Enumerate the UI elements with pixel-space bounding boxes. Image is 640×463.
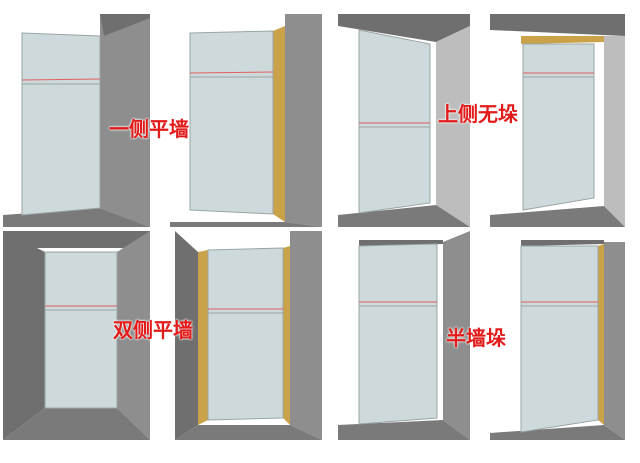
door-leaf <box>358 29 431 214</box>
door-red-line <box>21 78 101 81</box>
door-red-line <box>189 71 274 74</box>
door-leaf <box>189 30 274 215</box>
wood-frame-side <box>598 244 604 425</box>
panel-no-top-pier-plain <box>338 14 470 227</box>
floor <box>490 425 625 440</box>
right-wall <box>290 231 322 440</box>
panel-both-sides-flat-wall-plain <box>3 231 150 440</box>
caption-one-side-flat-wall: 一侧平墙 <box>109 117 189 141</box>
door-leaf <box>207 247 284 421</box>
wood-frame-top <box>521 36 604 44</box>
top-wall <box>490 14 625 36</box>
top-edge <box>521 240 604 246</box>
floor <box>490 206 625 227</box>
caption-no-top-pier: 上侧无垛 <box>438 102 518 126</box>
wood-frame-side <box>273 26 285 222</box>
door-leaf <box>21 32 101 216</box>
floor <box>170 222 322 227</box>
panel-both-sides-flat-wall-framed <box>175 231 322 440</box>
wood-frame-left <box>198 250 208 425</box>
floor <box>338 205 470 227</box>
door-leaf <box>522 43 595 211</box>
panel-half-pier-plain <box>338 231 470 440</box>
panel-no-top-pier-framed <box>490 14 625 227</box>
panel-half-pier-framed <box>490 240 625 440</box>
right-wall <box>285 14 322 227</box>
right-wall <box>117 231 150 440</box>
caption-both-sides-flat-wall: 双侧平墙 <box>113 318 193 342</box>
right-wall <box>604 242 625 440</box>
door-leaf <box>358 243 438 425</box>
right-wall <box>604 36 625 227</box>
panel-one-side-flat-wall-plain <box>3 14 150 227</box>
door-leaf <box>44 251 118 409</box>
wall-top-edge <box>100 14 150 36</box>
floor <box>338 420 470 440</box>
right-wall <box>436 26 470 227</box>
top-wall <box>338 14 470 42</box>
top-wall <box>3 231 150 248</box>
door-leaf <box>520 245 599 433</box>
floor <box>175 425 322 440</box>
floor <box>3 408 150 440</box>
wood-frame-right <box>283 246 290 425</box>
left-wall <box>3 231 45 440</box>
left-wall <box>175 231 198 440</box>
right-wall <box>443 231 470 440</box>
panel-one-side-flat-wall-framed <box>170 14 322 227</box>
right-wall <box>100 14 150 227</box>
caption-half-wall-pier: 半墙垛 <box>446 326 506 350</box>
